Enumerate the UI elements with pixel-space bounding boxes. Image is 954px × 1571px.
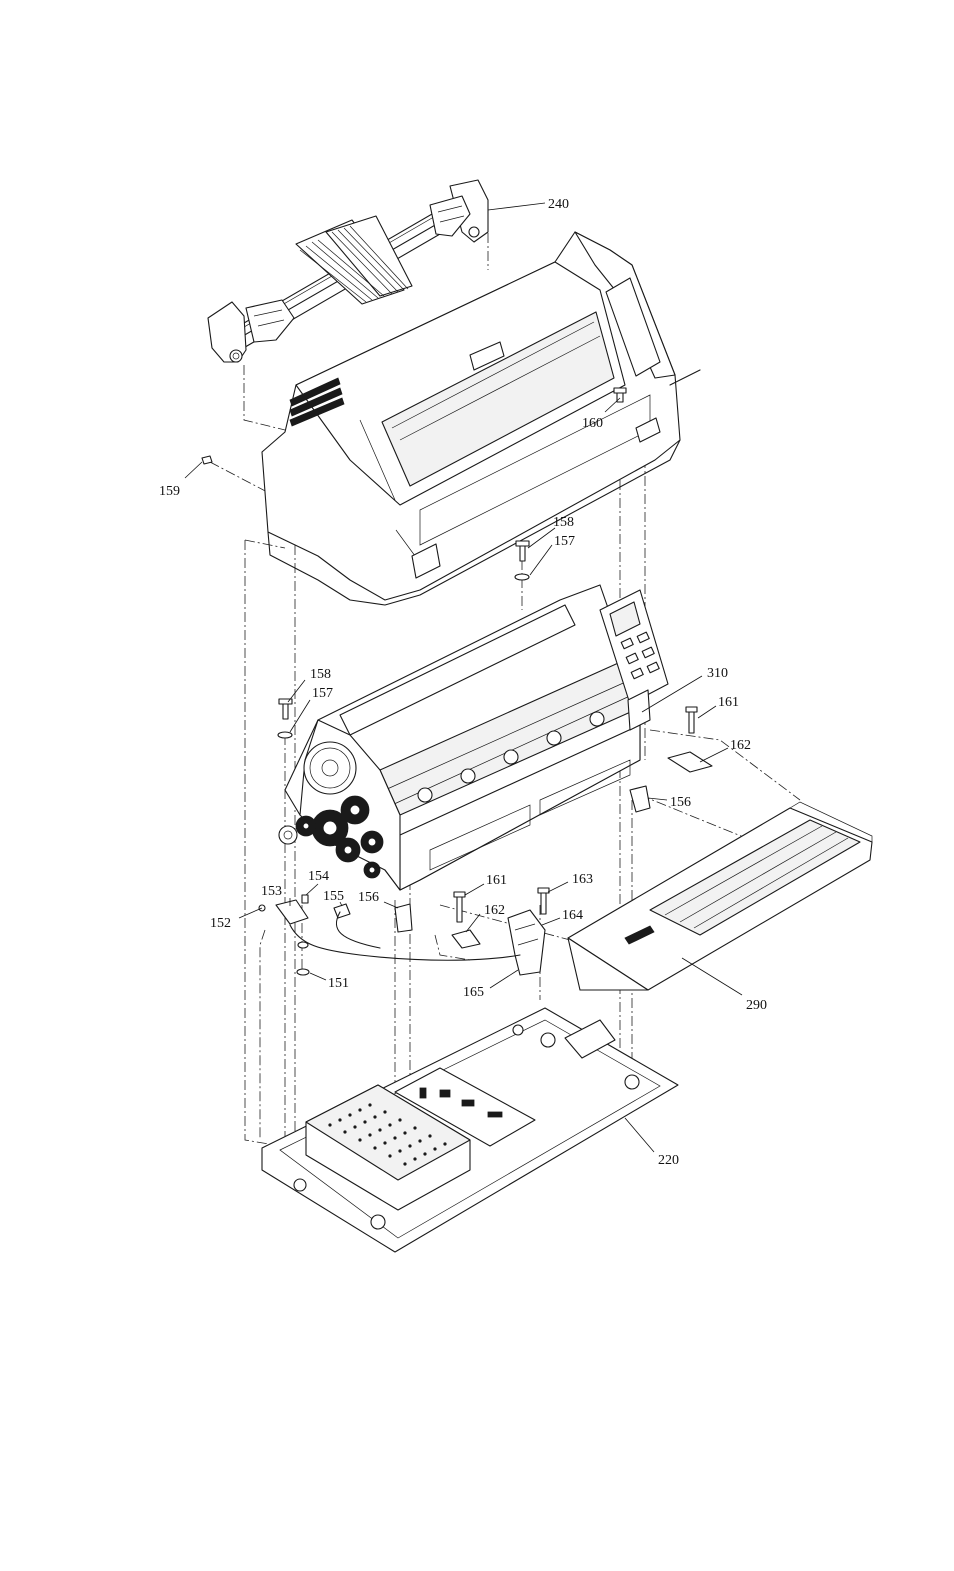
printer-mechanism-310 [279, 585, 668, 890]
label-161-lower: 161 [486, 873, 507, 888]
label-157-center: 157 [554, 534, 575, 549]
label-220: 220 [658, 1153, 679, 1168]
label-165: 165 [463, 985, 484, 1000]
label-155: 155 [323, 889, 344, 904]
label-152: 152 [210, 916, 231, 931]
label-157-left: 157 [312, 686, 333, 701]
label-158-center: 158 [553, 515, 574, 530]
label-159: 159 [159, 484, 180, 499]
label-290: 290 [746, 998, 767, 1013]
label-162-right: 162 [730, 738, 751, 753]
label-156-right: 156 [670, 795, 691, 810]
label-163: 163 [572, 872, 593, 887]
label-151: 151 [328, 976, 349, 991]
base-plate-220 [262, 1008, 678, 1252]
label-158-left: 158 [310, 667, 331, 682]
top-cover-housing [262, 232, 700, 605]
label-162-lower: 162 [484, 903, 505, 918]
paper-tray-290 [568, 802, 872, 990]
label-310: 310 [707, 666, 728, 681]
label-156-lower: 156 [358, 890, 379, 905]
label-164: 164 [562, 908, 583, 923]
label-240: 240 [548, 197, 569, 212]
label-161-right: 161 [718, 695, 739, 710]
label-160: 160 [582, 416, 603, 431]
label-153: 153 [261, 884, 282, 899]
label-154: 154 [308, 869, 329, 884]
